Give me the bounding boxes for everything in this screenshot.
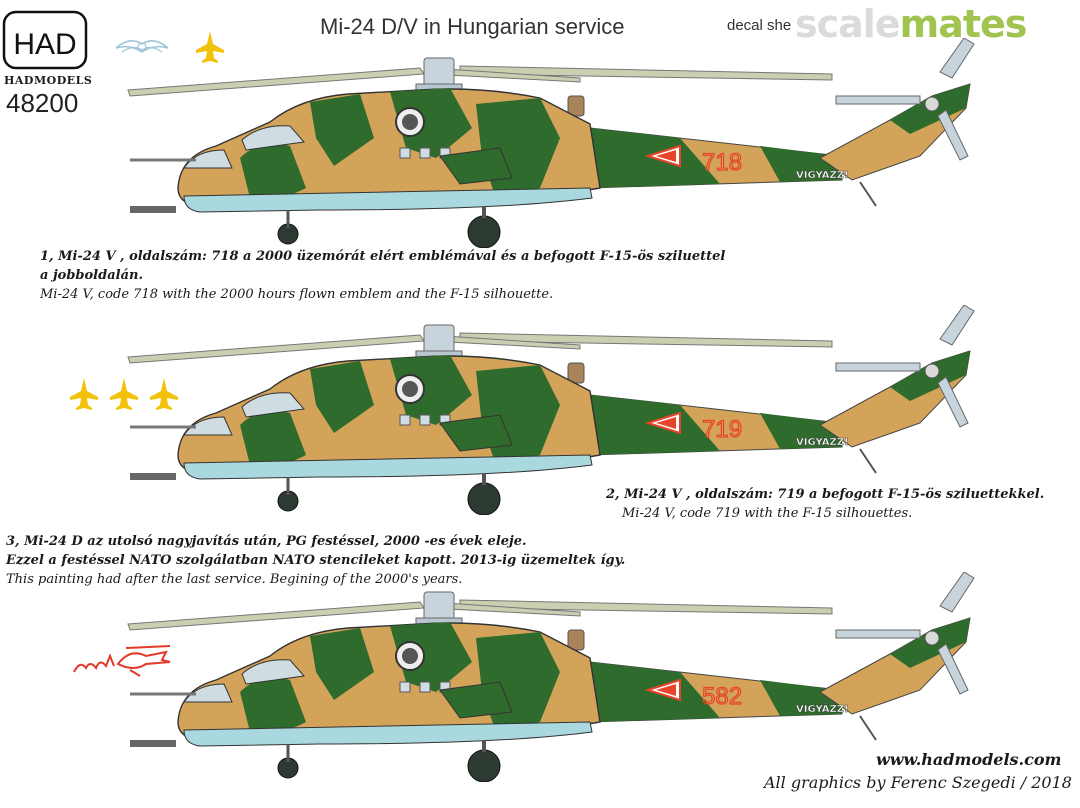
watermark-scale: scale xyxy=(795,2,901,46)
caption-hu-line-1: 2, Mi-24 V , oldalszám: 719 a befogott F… xyxy=(606,487,1045,502)
red-mi24-emblem-icon xyxy=(73,645,171,677)
caption-profile-3: 3, Mi-24 D az utolsó nagyjavítás után, P… xyxy=(6,532,625,589)
logo-name: HADMODELS xyxy=(4,74,93,87)
yellow-jet-silhouette-icon xyxy=(196,31,224,63)
tail-stencil-text: VIGYÁZZ! xyxy=(796,702,849,715)
caption-hu-line-1: 3, Mi-24 D az utolsó nagyjavítás után, P… xyxy=(6,534,527,549)
caption-hu-line-1: 1, Mi-24 V , oldalszám: 718 a 2000 üzemó… xyxy=(40,249,726,264)
caption-en: Mi-24 V, code 718 with the 2000 hours fl… xyxy=(40,287,554,302)
website-link[interactable]: www.hadmodels.com xyxy=(876,750,1062,769)
yellow-jet-silhouette-icon xyxy=(150,378,178,410)
yellow-jet-silhouette-icon xyxy=(110,378,138,410)
side-number: 718 xyxy=(702,149,742,176)
sheet-title: Mi-24 D/V in Hungarian service xyxy=(320,14,625,39)
hungarian-wings-icon xyxy=(115,40,169,53)
side-number: 582 xyxy=(702,683,742,710)
caption-en: Mi-24 V, code 719 with the F-15 silhouet… xyxy=(622,506,913,521)
caption-en: This painting had after the last service… xyxy=(6,572,463,587)
hadmodels-logo-icon: HAD xyxy=(2,10,88,70)
decal-sheet-label: decal she xyxy=(727,17,792,34)
svg-text:HAD: HAD xyxy=(13,28,76,61)
credits-text: All graphics by Ferenc Szegedi / 2018 xyxy=(764,773,1072,792)
tail-stencil-text: VIGYÁZZ! xyxy=(796,168,849,181)
side-number: 719 xyxy=(702,416,742,443)
yellow-jet-silhouette-icon xyxy=(70,378,98,410)
caption-profile-1: 1, Mi-24 V , oldalszám: 718 a 2000 üzemó… xyxy=(40,247,725,304)
caption-hu-line-2: a jobboldalán. xyxy=(40,268,143,283)
product-number: 48200 xyxy=(6,88,79,118)
caption-profile-2: 2, Mi-24 V , oldalszám: 719 a befogott F… xyxy=(606,485,1044,523)
caption-hu-line-2: Ezzel a festéssel NATO szolgálatban NATO… xyxy=(6,553,626,568)
tail-stencil-text: VIGYÁZZ! xyxy=(796,435,849,448)
